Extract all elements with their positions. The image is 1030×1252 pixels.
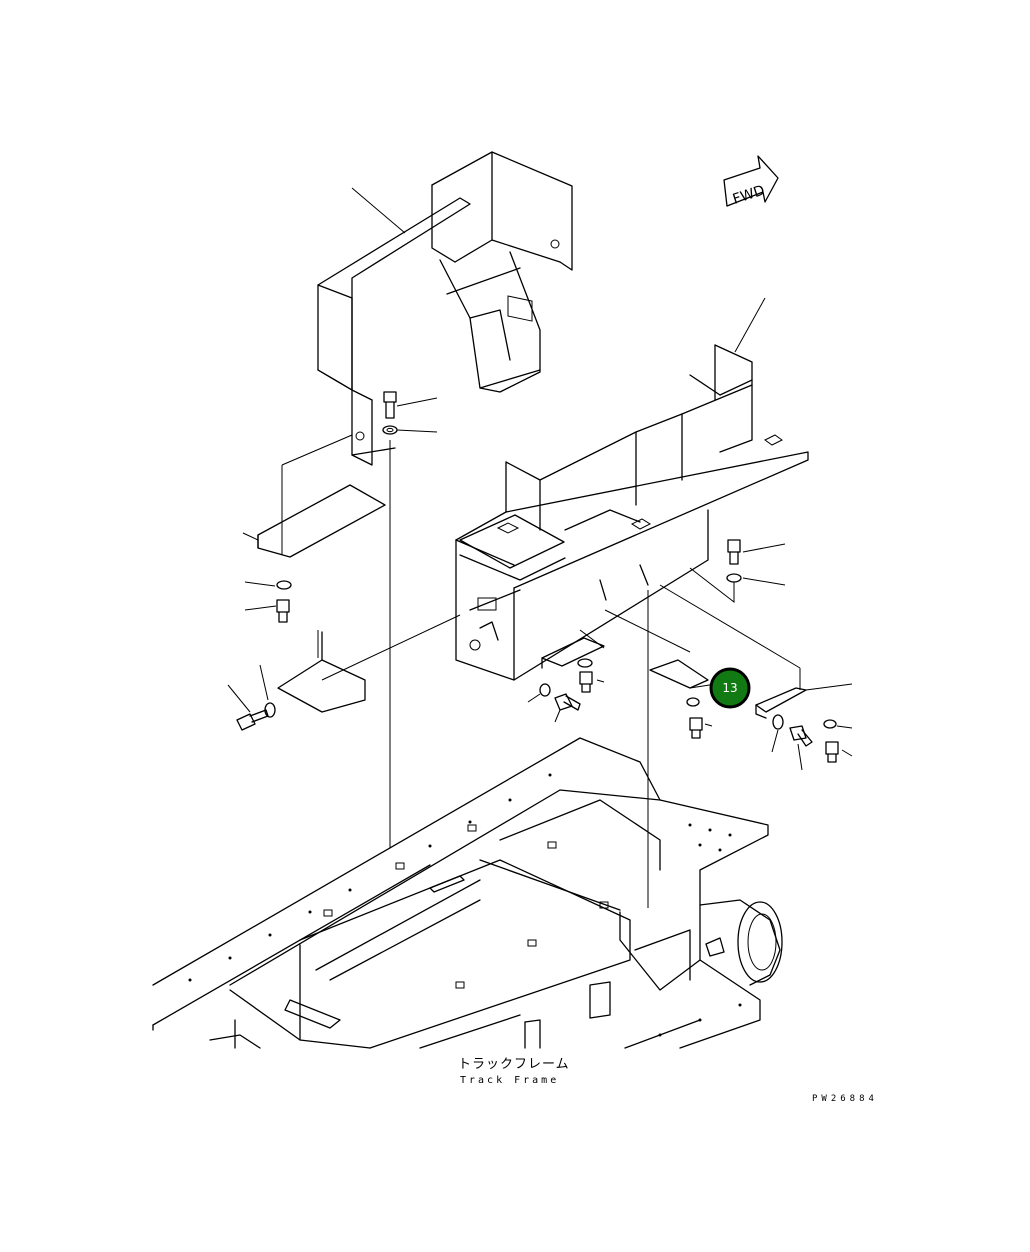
track-frame-label-en: Track Frame xyxy=(460,1075,559,1086)
fwd-label: FWD xyxy=(731,183,767,208)
callout-13-label[interactable]: 13 xyxy=(722,681,737,695)
upper-guard-assembly xyxy=(317,151,573,466)
bolt-upper xyxy=(382,391,398,435)
drawing-code: PW26884 xyxy=(812,1094,878,1104)
vertical-leaders xyxy=(389,440,691,908)
leader-lines-upper xyxy=(351,187,786,586)
track-frame xyxy=(152,737,783,1049)
track-frame-label-jp: トラックフレーム xyxy=(458,1057,570,1072)
callout-13[interactable]: 13 xyxy=(709,667,751,709)
plate-item-13 xyxy=(649,659,717,739)
fwd-arrow: FWD xyxy=(723,155,779,208)
left-bracket xyxy=(242,434,386,623)
right-plate xyxy=(659,584,853,771)
small-brackets xyxy=(527,629,605,723)
rear-guard-assembly xyxy=(455,344,809,681)
callout-13-circle[interactable] xyxy=(709,667,751,709)
lower-left-plate xyxy=(227,614,461,731)
bolt-right-upper xyxy=(689,539,742,604)
